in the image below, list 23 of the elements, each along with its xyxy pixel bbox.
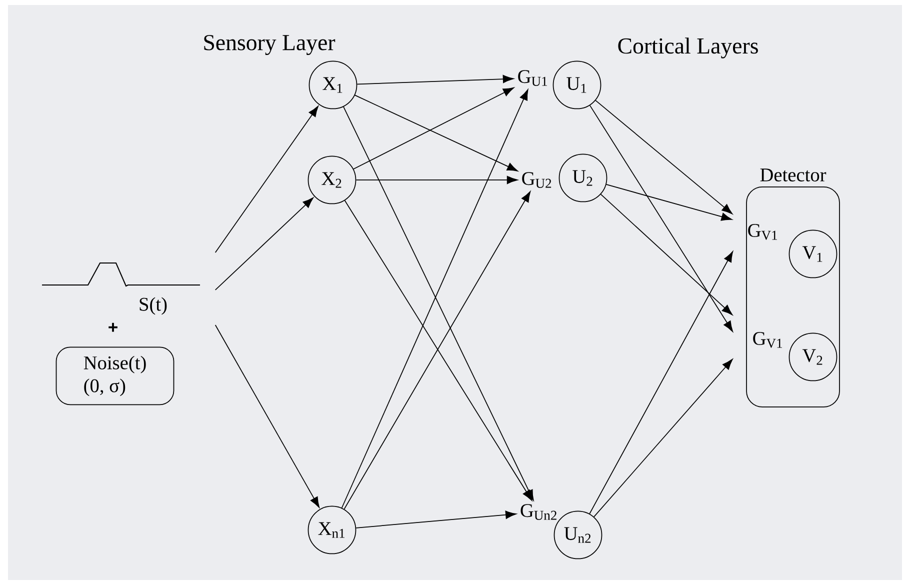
noise-box: Noise(t) (0, σ) (56, 346, 174, 406)
arrow (594, 358, 733, 518)
arrow (595, 100, 733, 214)
arrow (606, 184, 732, 221)
arrow (589, 251, 734, 514)
gain-label: G$_{U1}$ (518, 70, 547, 86)
arrow (214, 197, 314, 290)
plus-sign: + (108, 322, 118, 332)
node-label: Detector (760, 168, 826, 182)
layer-heading: Sensory Layer (204, 34, 336, 56)
arrow (356, 176, 518, 184)
gain-label: G$_{V1}$ (753, 332, 782, 348)
arrow (589, 105, 733, 332)
arrow (356, 74, 514, 85)
gain-label: G$_{Un2}$ (520, 504, 556, 520)
gain-label: G$_{V1}$ (748, 224, 777, 240)
arrow (356, 510, 516, 528)
arrow (214, 324, 320, 508)
arrow (600, 194, 733, 316)
layer-heading: Cortical Layers (618, 38, 758, 58)
arrow (214, 106, 318, 253)
signal-waveform-drawing: S(t) (42, 262, 200, 315)
gain-label: G$_{U2}$ (522, 172, 552, 188)
